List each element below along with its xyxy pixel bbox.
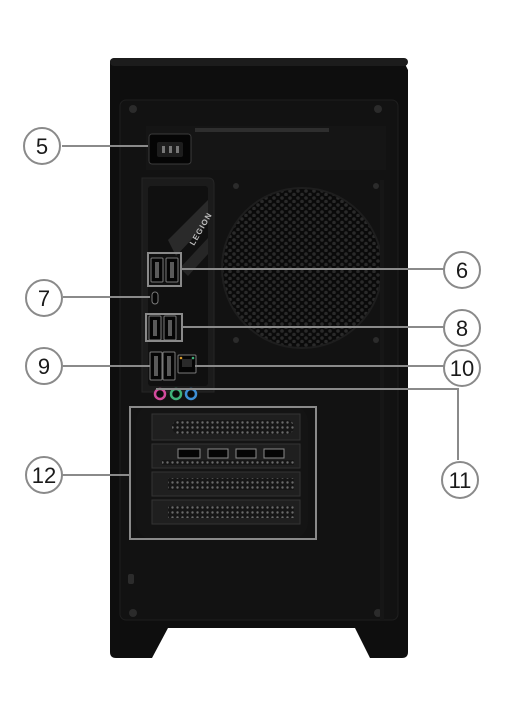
svg-text:11: 11 [449, 468, 472, 493]
screw [233, 183, 239, 189]
svg-text:10: 10 [450, 356, 474, 381]
svg-text:8: 8 [456, 316, 468, 341]
hdmi-port[interactable] [177, 448, 201, 459]
callout-10: 10 [443, 349, 481, 387]
callout-12: 12 [25, 456, 63, 494]
displayport[interactable] [235, 448, 257, 459]
kensington-slot [128, 574, 134, 584]
displayport[interactable] [207, 448, 229, 459]
chassis-top-rim [110, 58, 408, 66]
svg-text:5: 5 [36, 134, 48, 159]
screw [374, 105, 382, 113]
screw [129, 105, 137, 113]
psu-slot [195, 128, 329, 132]
screw [233, 337, 239, 343]
io-decor [168, 200, 208, 256]
audio-jack-green[interactable] [169, 387, 183, 401]
svg-text:6: 6 [456, 258, 468, 283]
audio-jack-pink[interactable] [153, 387, 167, 401]
callout-8: 8 [443, 309, 481, 347]
callout-5: 5 [23, 127, 61, 165]
callout-6: 6 [443, 251, 481, 289]
callout-11: 11 [441, 461, 479, 499]
callout-9: 9 [25, 347, 63, 385]
side-vent-strip [380, 180, 384, 620]
usb-c-port[interactable] [151, 291, 159, 305]
callout-7: 7 [25, 279, 63, 317]
callout-lines [62, 145, 459, 540]
io-decor [180, 238, 208, 276]
screw [129, 609, 137, 617]
audio-jack-blue[interactable] [184, 387, 198, 401]
screw [373, 183, 379, 189]
screw [373, 337, 379, 343]
svg-text:7: 7 [38, 286, 50, 311]
svg-text:12: 12 [32, 463, 56, 488]
svg-text:9: 9 [38, 354, 50, 379]
displayport[interactable] [263, 448, 285, 459]
